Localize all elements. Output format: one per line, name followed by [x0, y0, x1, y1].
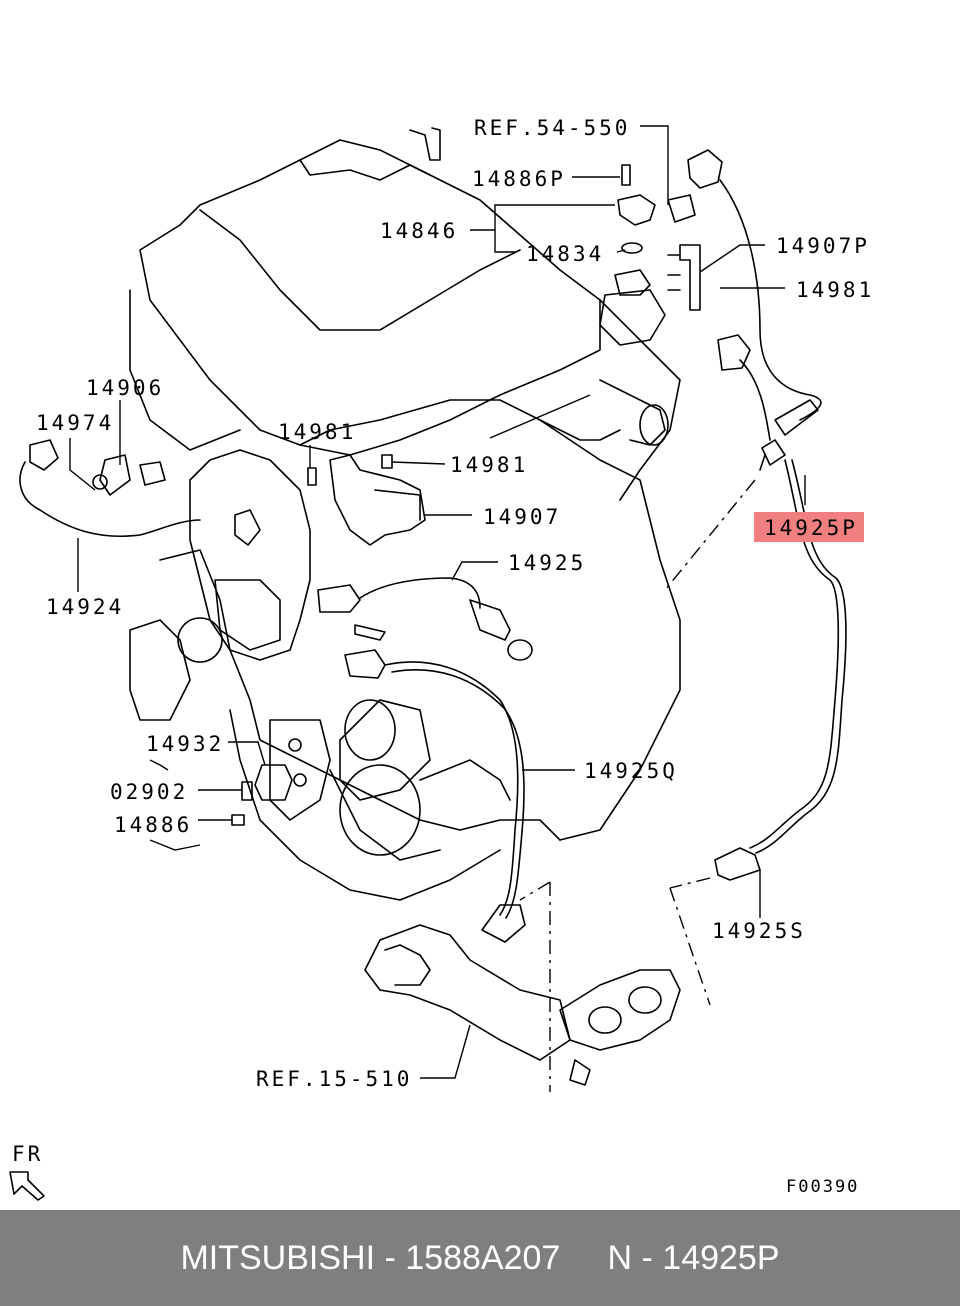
sensor-parts-drawing: [19, 149, 847, 943]
label-14924: 14924: [46, 595, 124, 619]
figure-code: F00390: [786, 1177, 859, 1197]
label-14981-center: 14981: [450, 453, 528, 477]
engine-block-drawing: [129, 127, 681, 1086]
part-labels: REF.54-550 14886P 14846 14834 14907P 149…: [12, 116, 874, 1197]
front-arrow-icon: [9, 1171, 45, 1201]
caption-text: MITSUBISHI - 1588A207 N - 14925P: [180, 1238, 780, 1277]
label-14925s: 14925S: [712, 919, 806, 943]
label-14925: 14925: [508, 551, 586, 575]
label-14981-top: 14981: [796, 278, 874, 302]
label-14907: 14907: [483, 505, 561, 529]
label-02902: 02902: [110, 780, 188, 804]
label-ref-54-550: REF.54-550: [474, 116, 630, 140]
label-14925q: 14925Q: [584, 759, 678, 783]
label-14846: 14846: [380, 219, 458, 243]
label-14834: 14834: [526, 242, 604, 266]
highlight-box: [754, 512, 864, 542]
label-14981-mid: 14981: [278, 420, 356, 444]
label-fr: FR: [12, 1142, 43, 1166]
caption-bar: MITSUBISHI - 1588A207 N - 14925P: [0, 1210, 960, 1306]
label-14886: 14886: [114, 813, 192, 837]
label-14932: 14932: [146, 732, 224, 756]
label-14906: 14906: [86, 376, 164, 400]
label-14974: 14974: [36, 411, 114, 435]
dashed-reference-lines: [519, 479, 756, 1092]
leader-lines: [69, 125, 806, 1079]
engine-sensor-diagram: REF.54-550 14886P 14846 14834 14907P 149…: [9, 116, 874, 1201]
label-14886p: 14886P: [472, 167, 566, 191]
label-ref-15-510: REF.15-510: [256, 1067, 412, 1091]
label-14925p: 14925P: [764, 516, 858, 540]
label-14907p: 14907P: [776, 234, 870, 258]
